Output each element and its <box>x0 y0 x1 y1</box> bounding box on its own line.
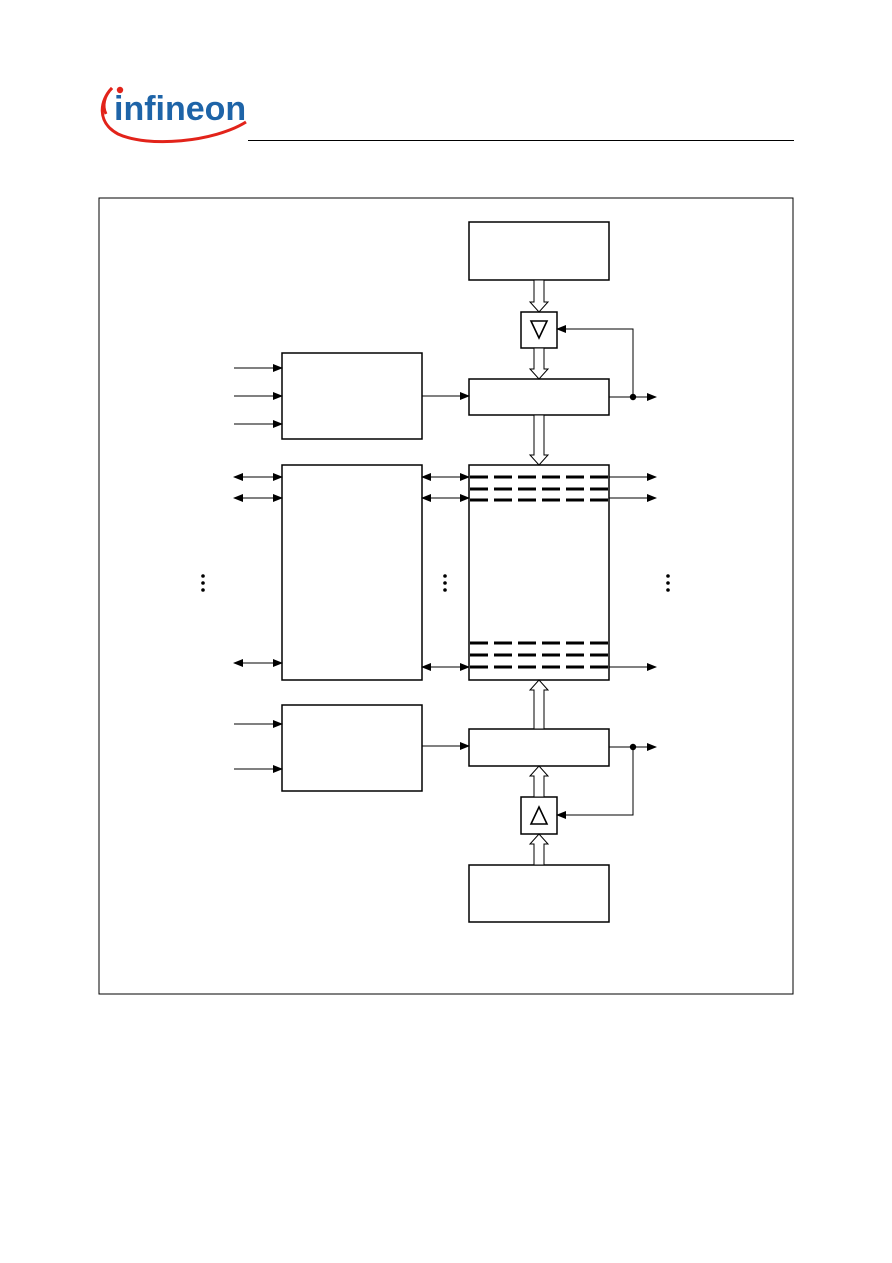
junction-dot <box>629 393 637 401</box>
center-ellipsis <box>443 574 447 592</box>
left-io-block <box>281 464 423 681</box>
bus-arrow-source-to-buffer-up <box>528 833 550 866</box>
bus-arrow-source-to-buffer <box>528 279 550 313</box>
left-ellipsis <box>201 574 205 592</box>
feedback-line-bottom <box>556 747 634 819</box>
bus-arrows <box>528 279 550 866</box>
down-triangle-icon <box>529 320 549 340</box>
top-register-block <box>468 378 610 416</box>
up-triangle-icon <box>529 805 549 825</box>
infineon-logo: infineon <box>100 86 247 144</box>
figure-frame <box>98 197 794 995</box>
center-array-block <box>468 464 610 681</box>
top-source-block <box>468 221 610 281</box>
upper-left-control-block <box>281 352 423 440</box>
page-header: infineon <box>0 0 892 160</box>
bus-arrow-buffer-to-register-up <box>528 765 550 798</box>
bottom-source-block <box>468 864 610 923</box>
lower-left-control-block <box>281 704 423 792</box>
bottom-register-block <box>468 728 610 767</box>
top-shift-buffer <box>520 311 558 349</box>
logo-wordmark: infineon <box>114 90 246 128</box>
signal-lines <box>233 325 657 819</box>
junction-dot <box>629 743 637 751</box>
logo-dot <box>116 86 124 94</box>
bus-arrow-register-to-array <box>528 414 550 466</box>
feedback-line-top <box>556 325 634 397</box>
right-ellipsis <box>666 574 670 592</box>
bottom-shift-buffer <box>520 796 558 835</box>
bus-arrow-register-to-array-up <box>528 679 550 730</box>
bus-arrow-buffer-to-register <box>528 347 550 380</box>
header-rule <box>248 140 794 141</box>
